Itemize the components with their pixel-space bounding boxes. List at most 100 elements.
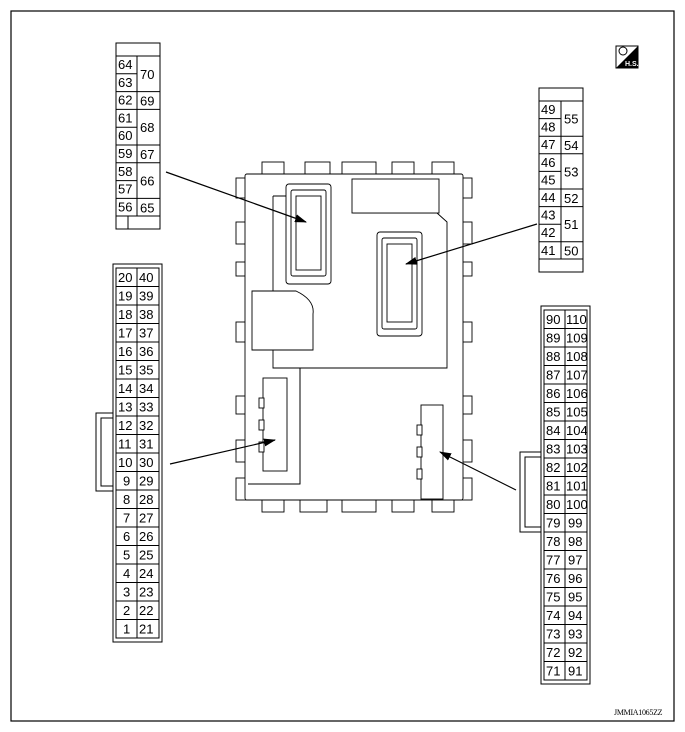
pin-label: 42 [541,225,555,240]
pin-label: 28 [139,492,153,507]
pin-label: 72 [546,645,560,660]
pin-label: 109 [566,331,588,346]
pin-label: 15 [118,363,132,378]
pin-label: 14 [118,381,132,396]
pin-label: 48 [541,120,555,135]
pin-label: 23 [139,585,153,600]
pin-label: 32 [139,418,153,433]
pin-label: 94 [568,608,582,623]
pin-label: 6 [123,529,130,544]
arrow-right [439,451,517,491]
pin-label: 5 [123,548,130,563]
pin-label: 58 [118,164,132,179]
pin-label: 103 [566,442,588,457]
pin-label: 110 [566,312,587,327]
pin-label: 8 [123,492,130,507]
pin-label: 4 [123,566,130,581]
hs-icon [618,46,628,56]
diagram-frame [10,10,675,722]
pin-label: 64 [118,57,132,72]
pin-label: 18 [118,307,132,322]
pin-label: 11 [118,437,132,452]
pin-label: 54 [564,138,578,153]
pin-label: 95 [568,590,582,605]
pin-label: 25 [139,548,153,563]
pin-label: 44 [541,190,555,205]
pin-label: 59 [118,146,132,161]
pin-label: 51 [564,217,578,232]
pin-label: 22 [139,603,153,618]
pin-label: 29 [139,474,153,489]
pin-label: 19 [118,289,132,304]
pin-label: 46 [541,155,555,170]
arrow-left [169,438,276,465]
pin-label: 33 [139,400,153,415]
pin-label: 96 [568,571,582,586]
pin-label: 68 [140,120,154,135]
pin-label: 93 [568,627,582,642]
pin-label: 88 [546,349,560,364]
pin-label: 35 [139,363,153,378]
pin-label: 31 [139,437,153,452]
pin-label: 81 [546,479,560,494]
pin-label: 1 [123,622,130,637]
pin-label: 41 [541,243,555,258]
pin-label: 47 [541,137,555,152]
pin-label: 90 [546,312,560,327]
pin-label: 40 [139,270,153,285]
pin-label: 104 [566,423,588,438]
pin-label: 101 [566,479,588,494]
pin-label: 69 [140,94,154,109]
pin-label: 86 [546,386,560,401]
pin-label: 13 [118,400,132,415]
pin-label: 12 [118,418,132,433]
junction-block [235,161,473,513]
pin-label: 76 [546,571,560,586]
pin-label: 53 [564,164,578,179]
pin-label: 102 [566,460,588,475]
pin-label: 79 [546,516,560,531]
pin-label: 7 [123,511,130,526]
pin-label: 97 [568,553,582,568]
pin-label: 20 [118,270,132,285]
pin-label: 105 [566,405,588,420]
hs-badge: H.S. [615,45,639,69]
pin-label: 107 [566,368,588,383]
pin-label: 36 [139,344,153,359]
pin-label: 63 [118,75,132,90]
pin-label: 84 [546,423,560,438]
pin-label: 52 [564,191,578,206]
pin-label: 106 [566,386,588,401]
pin-label: 10 [118,455,132,470]
pin-label: 74 [546,608,560,623]
pin-label: 57 [118,182,132,197]
pin-label: 82 [546,460,560,475]
pin-label: 91 [568,664,582,679]
pin-label: 3 [123,585,130,600]
arrow-top-right [405,223,538,265]
pin-label: 61 [118,110,132,125]
pin-label: 60 [118,128,132,143]
pin-label: 83 [546,442,560,457]
pin-label: 55 [564,112,578,127]
pin-label: 43 [541,208,555,223]
pin-label: 39 [139,289,153,304]
pin-label: 34 [139,381,153,396]
pin-label: 66 [140,174,154,189]
pin-label: 16 [118,344,132,359]
pin-label: 92 [568,645,582,660]
arrow-top-left [165,171,307,223]
pin-label: 62 [118,93,132,108]
pin-label: 80 [546,497,560,512]
pin-label: 27 [139,511,153,526]
leader-arrows [165,171,538,491]
hs-badge-label: H.S. [625,61,639,68]
pin-label: 50 [564,244,578,259]
pin-label: 38 [139,307,153,322]
pin-label: 21 [139,622,153,637]
